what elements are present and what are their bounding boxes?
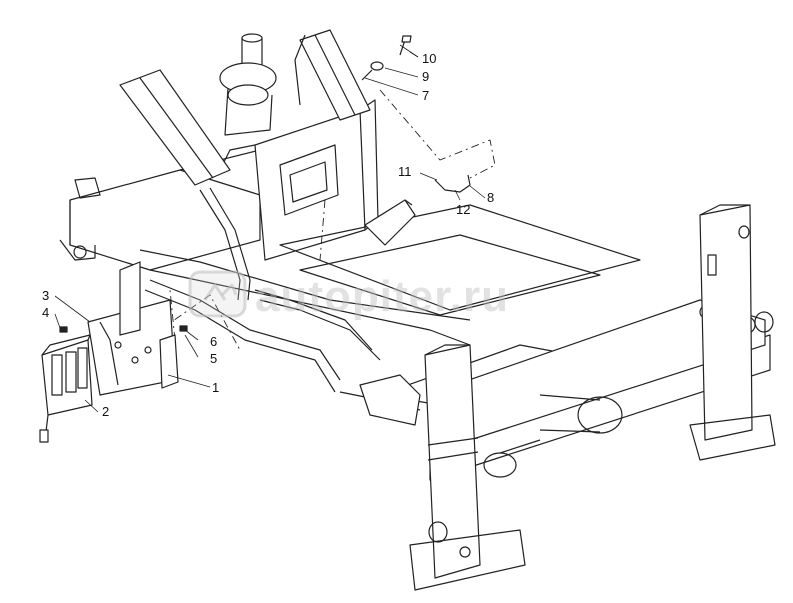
drum-cylinder [483,394,623,478]
callout-9[interactable]: 9 [422,69,430,84]
rear-leg-left [409,344,526,591]
callout-10[interactable]: 10 [422,51,437,66]
callout-4[interactable]: 4 [42,305,50,320]
floor-plates [279,204,641,426]
callout-8[interactable]: 8 [487,190,495,205]
callout-3[interactable]: 3 [42,288,50,303]
callout-1[interactable]: 1 [212,380,220,395]
callout-leaders [54,44,486,413]
watermark-logo [188,270,247,318]
callout-6[interactable]: 6 [210,334,218,349]
small-bolts [59,325,188,333]
wire-loop-part [434,174,471,193]
frame-tower [219,99,379,261]
hydraulic-lines [144,187,421,411]
control-valve-block [39,334,93,443]
callout-2[interactable]: 2 [102,404,110,419]
callout-5[interactable]: 5 [210,351,218,366]
callout-12[interactable]: 12 [456,202,471,217]
bolt-set [361,35,412,81]
watermark-text: autopiter.ru [255,272,510,321]
callout-7[interactable]: 7 [422,88,430,103]
tower-posts [119,29,371,186]
fuel-filler [219,33,277,136]
rear-leg-right [689,204,776,461]
valve-mounting-bracket [87,261,179,396]
callout-11[interactable]: 11 [398,164,412,179]
center-bracket [364,199,416,246]
main-frame-rail [59,149,471,346]
